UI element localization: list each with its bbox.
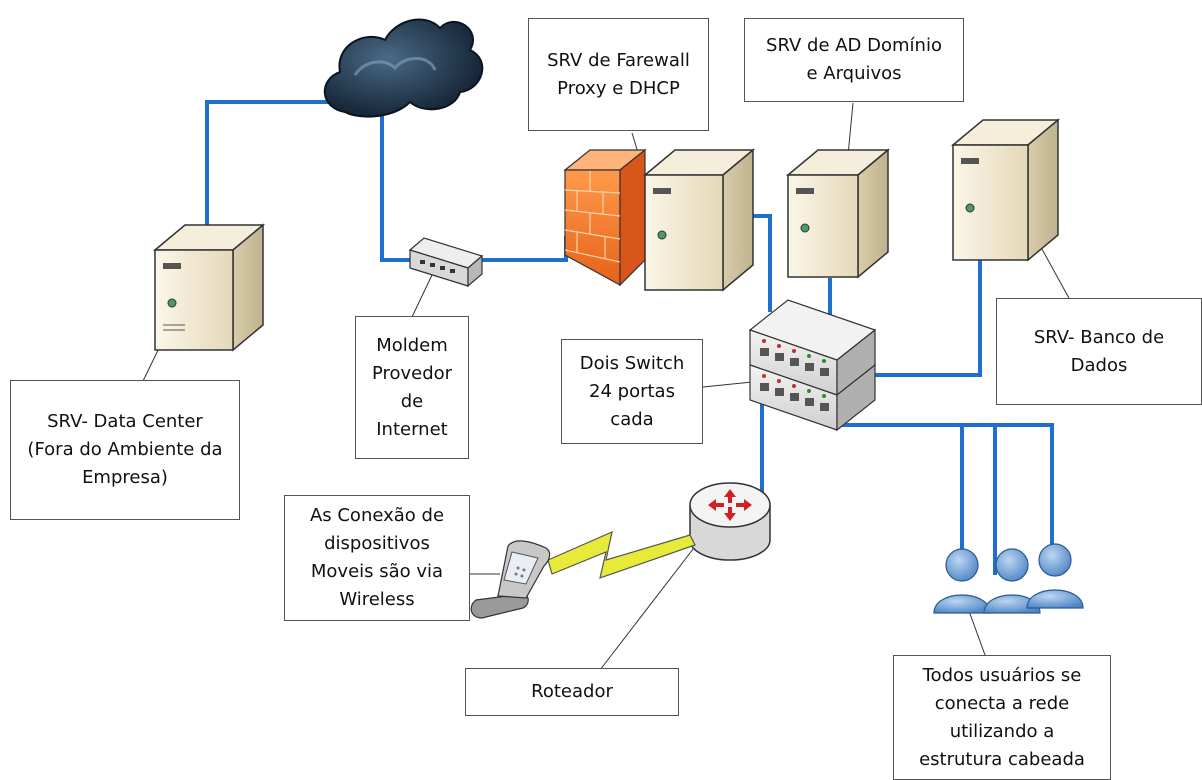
- cloud-icon: [323, 18, 484, 118]
- switch-icon: [748, 299, 877, 432]
- cable-db-switch: [875, 235, 982, 377]
- cable-cloud-datacenter: [205, 100, 345, 228]
- firewall-icon: [563, 148, 647, 287]
- label-mobile: As Conexão de dispositivos Moveis são vi…: [284, 495, 470, 621]
- user-icon: [983, 548, 1041, 614]
- cable-modem-firewall: [480, 236, 568, 262]
- server-icon: [785, 148, 891, 279]
- modem-icon: [408, 237, 484, 288]
- label-users: Todos usuários se conecta a rede utiliza…: [893, 655, 1111, 780]
- cable-switch-users: [835, 423, 1054, 575]
- label-modem: Moldem Provedor de Internet: [355, 316, 469, 459]
- label-datacenter: SRV- Data Center (Fora do Ambiente da Em…: [10, 380, 240, 520]
- server-icon: [950, 118, 1061, 262]
- wireless-icon: [547, 530, 696, 579]
- label-db-server: SRV- Banco de Dados: [996, 298, 1202, 405]
- label-firewall-server: SRV de Farewall Proxy e DHCP: [528, 18, 709, 131]
- user-icon: [933, 548, 991, 614]
- router-icon: [689, 482, 771, 561]
- label-ad-server: SRV de AD Domínio e Arquivos: [744, 18, 964, 102]
- server-icon: [152, 223, 266, 352]
- cable-cloud-modem: [380, 112, 416, 262]
- label-switch: Dois Switch 24 portas cada: [561, 339, 703, 444]
- label-router: Roteador: [465, 668, 679, 716]
- server-icon: [642, 148, 756, 292]
- phone-icon: [470, 540, 551, 619]
- user-icon: [1026, 543, 1084, 609]
